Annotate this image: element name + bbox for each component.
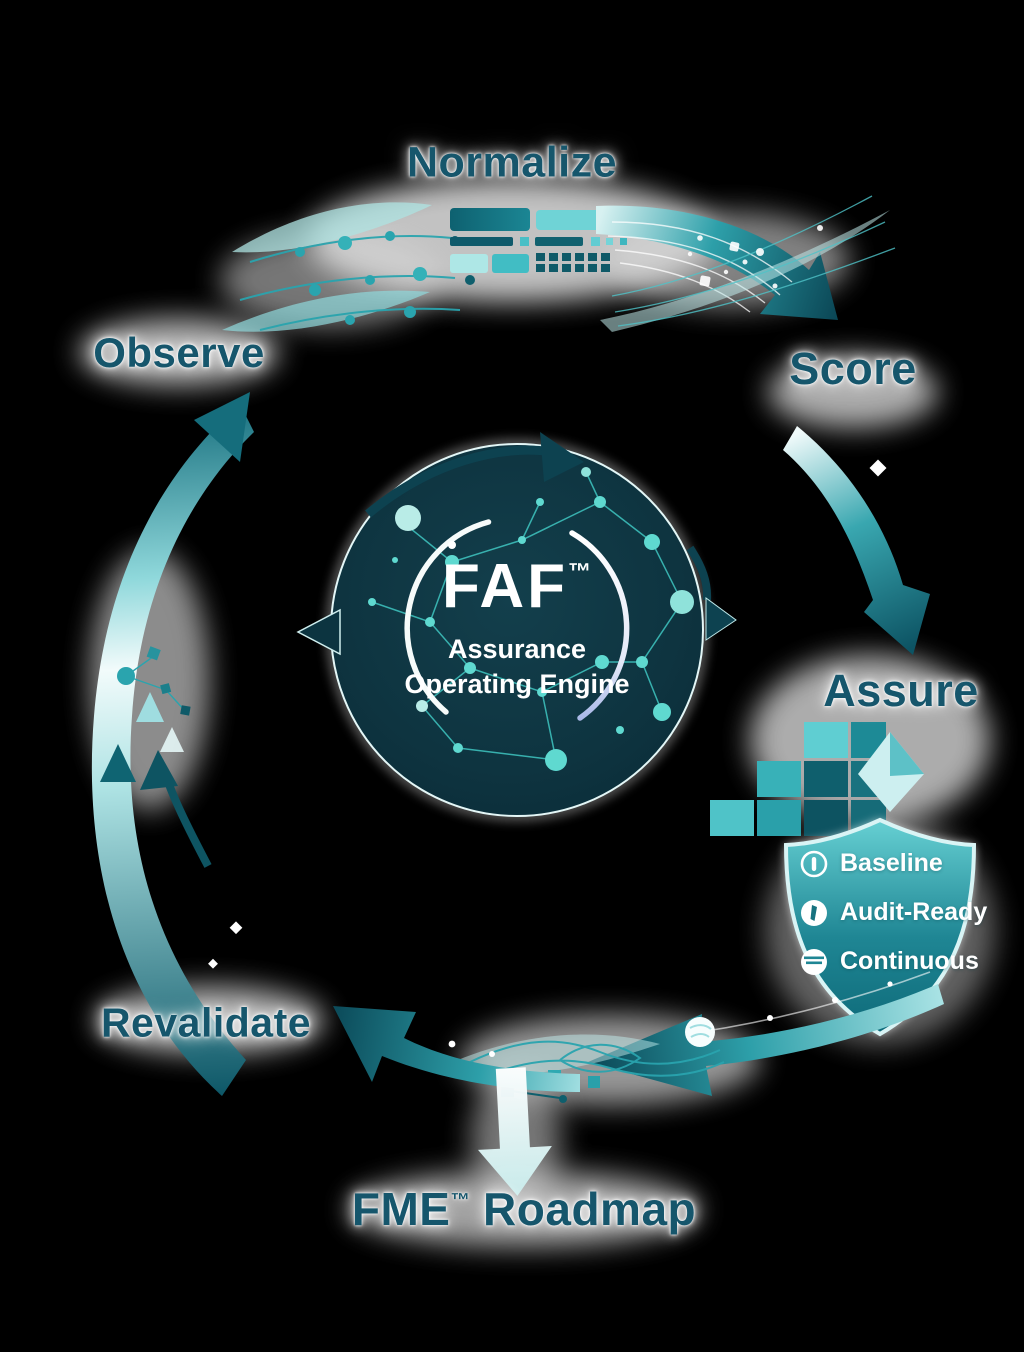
roadmap-suffix: Roadmap: [469, 1183, 697, 1235]
assure-kite-shape: [858, 732, 924, 812]
arrow-revalidate-to-observe: [91, 392, 254, 1096]
stage-label-normalize: Normalize: [406, 138, 618, 187]
continuous-cycle-circle-icon: [801, 948, 827, 975]
arrow-score-to-assure: [783, 426, 930, 655]
engine-subtitle-line2: Operating Engine: [404, 669, 630, 700]
normalize-data-graphic: [450, 208, 627, 273]
engine-trademark: ™: [568, 558, 593, 584]
shield-item-list: Baseline Audit-Ready Continuous: [799, 839, 987, 986]
assure-shield: [783, 817, 977, 1037]
roadmap-down-arrow: [477, 1067, 552, 1196]
engine-subtitle-line1: Assurance: [447, 634, 587, 664]
score-stream-lines: [600, 195, 896, 332]
observe-to-normalize-flow: [222, 202, 475, 332]
shield-item-continuous: Continuous: [799, 937, 987, 986]
engine-acronym: FAF™: [404, 556, 629, 618]
stage-label-observe: Observe: [93, 329, 265, 376]
shield-item-label: Audit-Ready: [840, 898, 988, 926]
engine-acronym-text: FAF: [441, 552, 569, 621]
center-engine-disc: [296, 432, 737, 822]
audit-document-circle-icon: [801, 899, 827, 926]
center-engine-text: FAF™ Assurance Operating Engine: [404, 556, 629, 702]
stage-label-assure: Assure: [823, 665, 979, 716]
roadmap-prefix: FME: [351, 1183, 451, 1235]
arrow-assure-to-roadmap: [588, 971, 944, 1096]
left-data-stream: [100, 646, 212, 868]
stage-label-revalidate: Revalidate: [100, 999, 312, 1046]
shield-item-label: Baseline: [840, 849, 943, 877]
assure-cube-stack: [710, 722, 886, 836]
stage-label-fme-roadmap: FME™ Roadmap: [352, 1182, 696, 1236]
stage-label-score: Score: [789, 343, 917, 394]
shield-item-baseline: Baseline: [799, 839, 987, 888]
roadmap-trademark: ™: [450, 1190, 470, 1212]
shield-item-audit-ready: Audit-Ready: [799, 888, 987, 937]
gauge-circle-icon: [800, 850, 828, 877]
shield-item-label: Continuous: [840, 947, 979, 975]
